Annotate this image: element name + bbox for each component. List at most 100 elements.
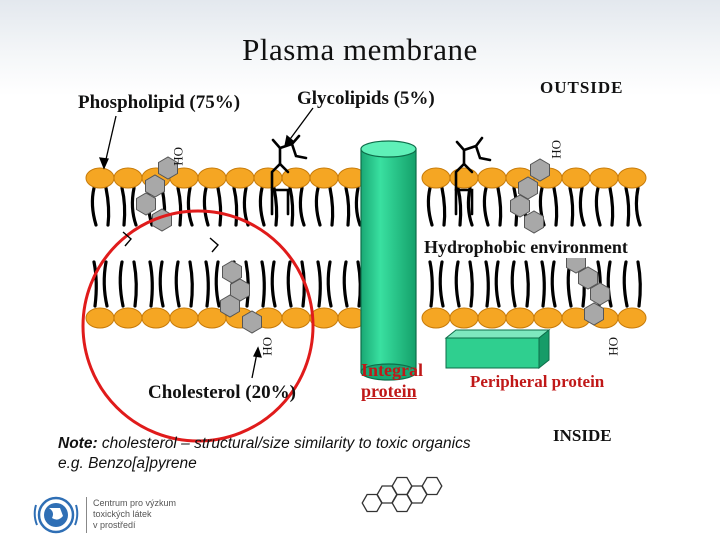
lipid-tail xyxy=(594,186,602,227)
cholesterol-ring xyxy=(222,260,242,284)
lipid-tail xyxy=(174,260,181,308)
lipid-tail xyxy=(216,186,223,227)
cholesterol-ring xyxy=(242,310,262,334)
lipid-tail xyxy=(258,186,266,227)
lipid-tail xyxy=(272,186,279,227)
lipid-tail xyxy=(202,186,210,227)
peripheral-label: Peripheral protein xyxy=(470,372,605,391)
logo-icon xyxy=(33,496,79,534)
phospholipid-head xyxy=(449,167,479,189)
logo-separator xyxy=(86,497,87,533)
pointer-lines xyxy=(98,107,314,379)
lipid-tail xyxy=(204,260,210,308)
lipid-tail xyxy=(354,186,362,227)
note-text: Note: cholesterol – structural/size simi… xyxy=(58,434,478,474)
cholesterol-highlight-circle xyxy=(81,209,315,443)
lipid-tail xyxy=(496,186,503,227)
lipid-tail xyxy=(440,186,447,227)
integral-label-line1: Integral xyxy=(361,360,423,380)
lipid-tail xyxy=(130,186,138,227)
oh-label-top-left: OH xyxy=(171,147,186,166)
lipid-tail xyxy=(90,186,98,227)
cholesterol-label: Cholesterol (20%) xyxy=(148,382,296,403)
lipid-tail xyxy=(214,260,221,308)
lipid-tail xyxy=(120,186,127,227)
phospholipid-head xyxy=(477,307,507,329)
phospholipid-head xyxy=(421,167,451,189)
cholesterol-ring xyxy=(145,174,165,198)
lipid-tail xyxy=(484,260,490,308)
cholesterol-ring xyxy=(158,156,178,180)
glycolipid-right xyxy=(454,136,492,216)
lipid-tail xyxy=(540,260,546,308)
lipid-tail xyxy=(286,260,293,308)
lipid-tail xyxy=(328,186,335,227)
lipid-tail xyxy=(426,186,434,227)
logo-line-2: toxických látek xyxy=(93,509,152,519)
lipid-tail xyxy=(314,186,322,227)
lipid-tail xyxy=(148,260,154,308)
lipid-tail xyxy=(634,186,642,227)
lipid-tail xyxy=(344,186,351,227)
oh-label-bottom-right: OH xyxy=(606,337,621,356)
oh-label-top-right: OH xyxy=(549,140,564,159)
phospholipid-label: Phospholipid (75%) xyxy=(78,92,241,113)
phospholipid-head xyxy=(561,167,591,189)
logo-line-1: Centrum pro výzkum xyxy=(93,498,177,508)
lipid-tail xyxy=(624,186,631,227)
cholesterol-ring xyxy=(136,192,156,216)
lipid-tail xyxy=(456,186,463,227)
lipid-tail xyxy=(186,186,194,227)
lipid-tail xyxy=(524,260,530,308)
lipid-tail xyxy=(270,260,277,308)
lipid-tail xyxy=(260,260,266,308)
bond-marks xyxy=(122,231,219,253)
lipid-tail xyxy=(118,260,125,308)
lipid-tail xyxy=(102,260,109,308)
lipid-tail xyxy=(510,260,517,308)
logo-line-3: v prostředí xyxy=(93,520,136,530)
note-prefix: Note: xyxy=(58,435,98,452)
benzene-ring xyxy=(421,476,443,496)
lipid-tail xyxy=(158,260,165,308)
lipid-tail xyxy=(188,260,194,308)
glycolipids-label: Glycolipids (5%) xyxy=(297,88,435,109)
outside-label: OUTSIDE xyxy=(540,78,624,97)
lipid-tail xyxy=(176,186,183,227)
lipid-tail xyxy=(428,260,434,308)
phospholipid-head xyxy=(281,307,311,329)
lipid-tail xyxy=(636,260,642,308)
lipid-tail xyxy=(606,260,613,308)
phospholipid-head xyxy=(85,167,115,189)
title-background xyxy=(0,0,720,96)
lipid-tail xyxy=(132,260,138,308)
phospholipid-head xyxy=(589,167,619,189)
lipid-tail xyxy=(482,186,490,227)
cholesterol-ring xyxy=(578,266,598,290)
lipid-tail xyxy=(578,186,586,227)
lipid-tail xyxy=(438,260,445,308)
cholesterol-ring xyxy=(530,158,550,182)
phospholipid-head xyxy=(617,167,647,189)
phospholipid-head xyxy=(533,307,563,329)
lipid-tail xyxy=(622,260,629,308)
lipid-tail xyxy=(326,260,333,308)
phospholipid-head xyxy=(141,307,171,329)
lipid-tails xyxy=(90,186,642,308)
inside-label: INSIDE xyxy=(553,426,612,445)
phospholipid-head xyxy=(85,307,115,329)
hydrophobic-label: Hydrophobic environment xyxy=(424,237,628,257)
lipid-tail xyxy=(468,260,474,308)
phospholipid-head xyxy=(617,307,647,329)
phospholipid-head xyxy=(169,307,199,329)
cholesterol-ring xyxy=(524,210,544,234)
integral-label-line2: protein xyxy=(361,381,417,401)
oh-label-bottom-left: OH xyxy=(260,337,275,356)
cholesterol-ring xyxy=(518,176,538,200)
phospholipid-head xyxy=(449,307,479,329)
lipid-tail xyxy=(232,186,239,227)
lipid-tail xyxy=(316,260,322,308)
peripheral-protein xyxy=(444,328,551,370)
phospholipid-head xyxy=(421,307,451,329)
